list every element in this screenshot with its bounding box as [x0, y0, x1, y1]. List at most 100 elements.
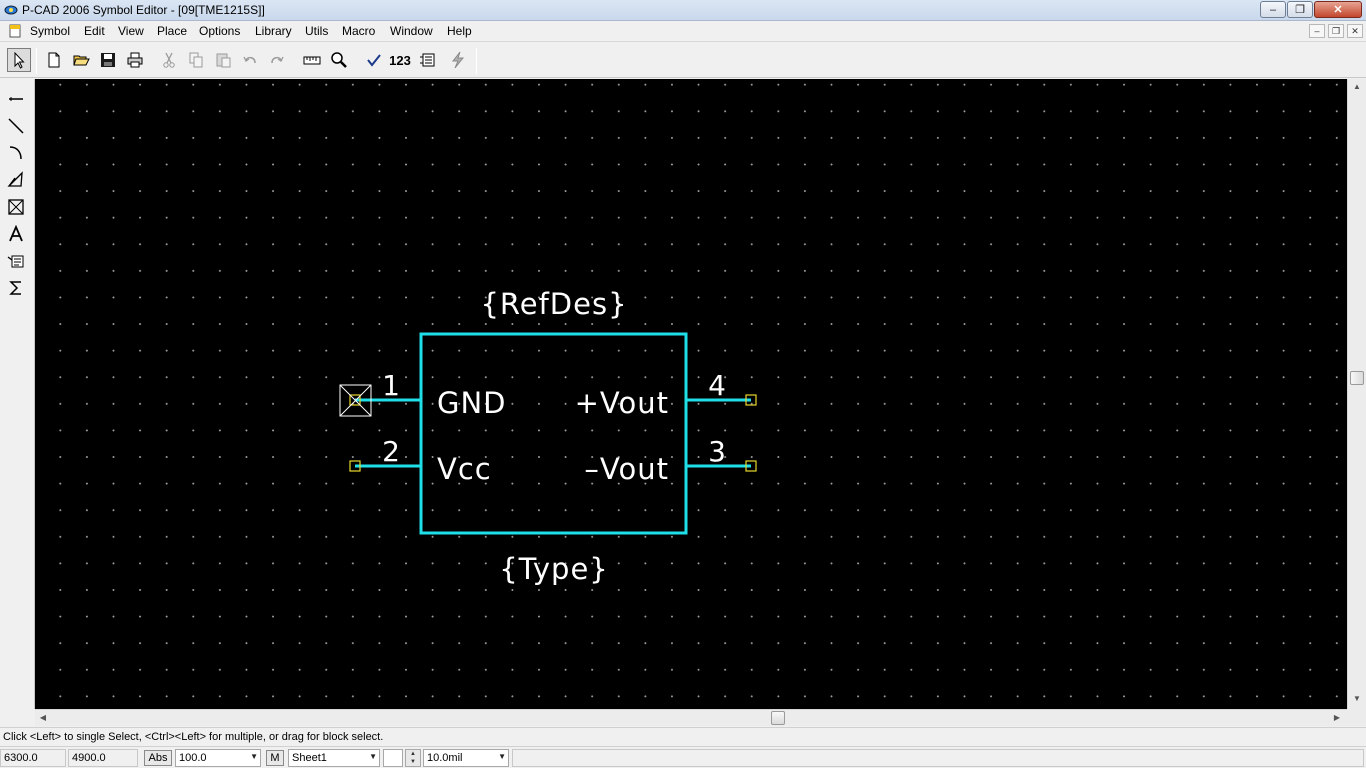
menu-bar: Symbol Edit View Place Options Library U…	[0, 21, 1366, 42]
mdi-restore-button[interactable]: ❐	[1328, 24, 1344, 38]
toolbar-separator	[36, 48, 37, 74]
grid-spin-box[interactable]	[383, 749, 403, 767]
place-polygon-button[interactable]	[5, 169, 27, 191]
lightning-button[interactable]	[446, 48, 470, 72]
menu-symbol[interactable]: Symbol	[30, 24, 71, 38]
new-file-icon	[48, 52, 60, 68]
open-folder-icon	[73, 55, 90, 66]
symbol-wizard-button[interactable]	[416, 48, 440, 72]
menu-view[interactable]: View	[118, 24, 144, 38]
scroll-up-arrow-icon[interactable]: ▲	[1353, 82, 1361, 91]
abs-toggle-button[interactable]: Abs	[144, 750, 172, 766]
menu-options[interactable]: Options	[199, 24, 241, 38]
placement-palette	[0, 79, 35, 709]
sheet-dropdown[interactable]: Sheet1 ▼	[288, 749, 380, 767]
menu-edit[interactable]: Edit	[84, 24, 105, 38]
pin-2-number[interactable]: 2	[382, 435, 400, 468]
menu-window[interactable]: Window	[390, 24, 433, 38]
menu-library[interactable]: Library	[255, 24, 292, 38]
minimize-button[interactable]: –	[1260, 1, 1286, 18]
open-button[interactable]	[69, 48, 93, 72]
place-pin-button[interactable]	[5, 88, 27, 110]
validate-button[interactable]	[362, 48, 386, 72]
save-button[interactable]	[96, 48, 120, 72]
menu-utils[interactable]: Utils	[305, 24, 329, 38]
place-line-icon	[8, 118, 24, 134]
copy-button[interactable]	[184, 48, 208, 72]
toolbar: 123	[0, 43, 1366, 78]
prompt-line: Click <Left> to single Select, <Ctrl><Le…	[0, 727, 1366, 746]
redo-icon	[271, 56, 284, 64]
place-arc-button[interactable]	[5, 142, 27, 164]
mdi-close-button[interactable]: ✕	[1347, 24, 1363, 38]
cut-icon	[163, 52, 175, 68]
pin-3-number[interactable]: 3	[708, 435, 726, 468]
spin-down-icon[interactable]: ▼	[410, 759, 416, 765]
print-button[interactable]	[123, 48, 147, 72]
grid-size-value: 10.0mil	[427, 752, 463, 764]
scroll-corner	[1347, 709, 1366, 726]
reference-point-marker[interactable]	[339, 384, 372, 417]
menu-help[interactable]: Help	[447, 24, 472, 38]
measure-ruler-icon	[303, 56, 321, 65]
cut-button[interactable]	[157, 48, 181, 72]
undo-button[interactable]	[238, 48, 262, 72]
spin-up-icon[interactable]: ▲	[410, 751, 416, 757]
refdes-attribute[interactable]: {RefDes}	[480, 287, 627, 321]
paste-button[interactable]	[211, 48, 235, 72]
pin-1-name[interactable]: GND	[437, 386, 507, 420]
vertical-scroll-thumb[interactable]	[1350, 371, 1364, 385]
document-icon[interactable]	[9, 24, 22, 38]
horizontal-scrollbar[interactable]: ◀ ▶	[35, 709, 1347, 726]
pin-2-name[interactable]: Vcc	[437, 452, 492, 486]
place-field-button[interactable]	[5, 277, 27, 299]
redo-button[interactable]	[265, 48, 289, 72]
place-text-icon	[9, 225, 23, 242]
grid-spinner[interactable]: ▲ ▼	[405, 749, 421, 767]
save-icon	[101, 53, 115, 67]
menu-macro[interactable]: Macro	[342, 24, 376, 38]
pin-4-name[interactable]: +Vout	[575, 386, 669, 420]
type-attribute[interactable]: {Type}	[499, 552, 609, 586]
zoom-dropdown[interactable]: 100.0 ▼	[175, 749, 261, 767]
status-hint: Click <Left> to single Select, <Ctrl><Le…	[3, 731, 384, 743]
new-button[interactable]	[42, 48, 66, 72]
zoom-button[interactable]	[327, 48, 351, 72]
pin-1-end-marker[interactable]	[349, 394, 361, 406]
lightning-icon	[451, 51, 465, 69]
scroll-down-arrow-icon[interactable]: ▼	[1353, 694, 1361, 703]
place-pin-icon	[9, 97, 23, 101]
menu-place[interactable]: Place	[157, 24, 188, 38]
pin-4-end-marker[interactable]	[745, 394, 757, 406]
design-canvas[interactable]: {RefDes} {Type} 1 2 4 3 GND Vcc +Vout –V…	[35, 79, 1347, 709]
pin-2-end-marker[interactable]	[349, 460, 361, 472]
place-ref-point-icon	[8, 199, 24, 215]
mdi-minimize-button[interactable]: –	[1309, 24, 1325, 38]
x-coordinate-field[interactable]: 6300.0	[0, 749, 66, 767]
renumber-button[interactable]: 123	[388, 48, 412, 72]
select-tool-button[interactable]	[7, 48, 31, 72]
measure-button[interactable]	[300, 48, 324, 72]
window-title: P-CAD 2006 Symbol Editor - [09[TME1215S]…	[22, 3, 265, 17]
maximize-button[interactable]: ❐	[1287, 1, 1313, 18]
pcad-app-icon	[4, 5, 18, 15]
symbol-body-outline[interactable]	[419, 332, 688, 535]
pin-3-end-marker[interactable]	[745, 460, 757, 472]
scroll-right-arrow-icon[interactable]: ▶	[1333, 713, 1341, 722]
scroll-left-arrow-icon[interactable]: ◀	[39, 713, 47, 722]
grid-size-dropdown[interactable]: 10.0mil ▼	[423, 749, 509, 767]
horizontal-scroll-thumb[interactable]	[771, 711, 785, 725]
m-button[interactable]: M	[266, 750, 284, 766]
place-attribute-button[interactable]	[5, 250, 27, 272]
pin-4-number[interactable]: 4	[708, 369, 726, 402]
select-arrow-icon	[14, 51, 25, 69]
place-text-button[interactable]	[5, 223, 27, 245]
place-line-button[interactable]	[5, 115, 27, 137]
pin-3-name[interactable]: –Vout	[584, 452, 669, 486]
vertical-scrollbar[interactable]: ▲ ▼	[1347, 79, 1366, 709]
y-coordinate-field[interactable]: 4900.0	[68, 749, 138, 767]
close-button[interactable]: ✕	[1314, 1, 1362, 18]
dropdown-arrow-icon: ▼	[369, 752, 377, 761]
pin-1-number[interactable]: 1	[382, 369, 400, 402]
place-ref-point-button[interactable]	[5, 196, 27, 218]
